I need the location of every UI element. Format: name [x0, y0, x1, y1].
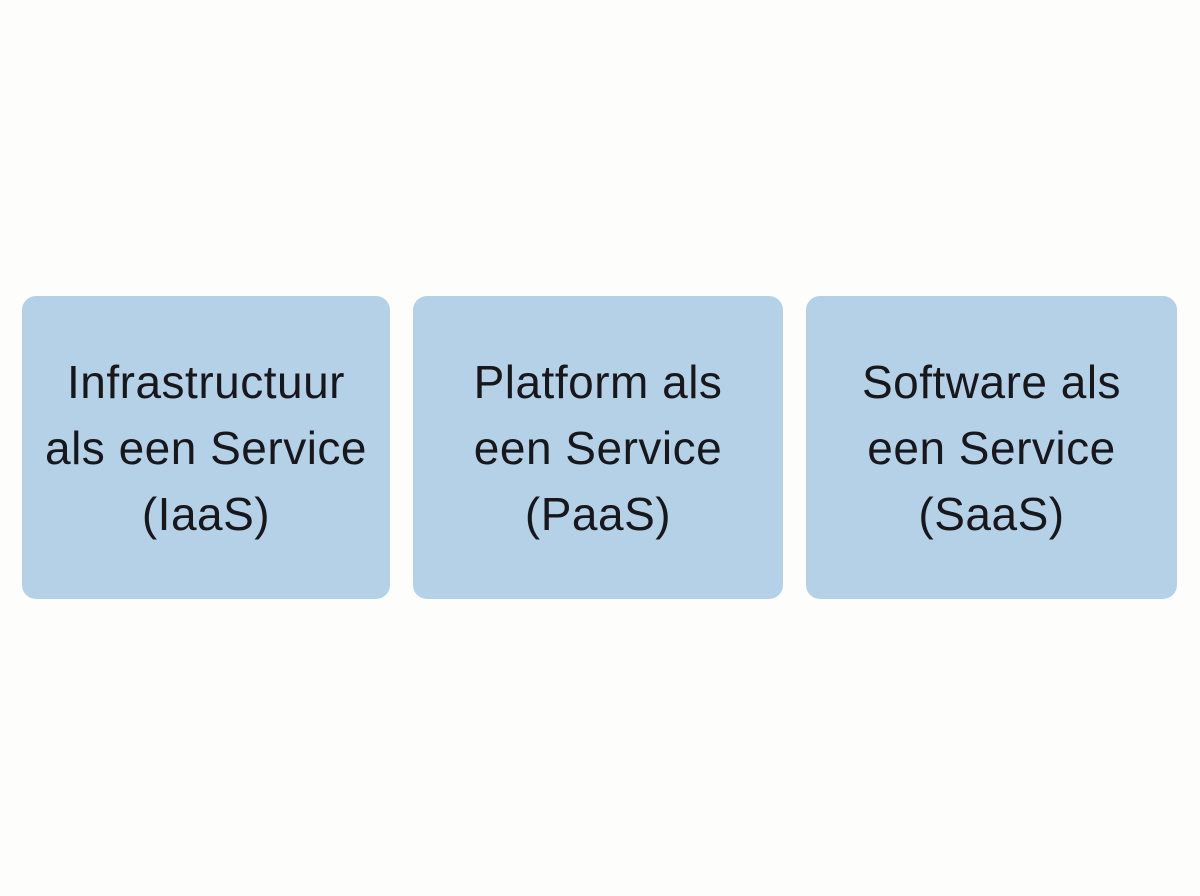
saas-box: Software als een Service (SaaS)	[806, 296, 1177, 599]
iaas-box: Infrastructuur als een Service (IaaS)	[22, 296, 390, 599]
paas-box: Platform als een Service (PaaS)	[413, 296, 783, 599]
iaas-box-label-line-1: Infrastructuur	[67, 355, 345, 408]
iaas-box-label-line-2: als een Service	[45, 421, 367, 474]
saas-box-label-line-1: Software als	[861, 355, 1122, 408]
saas-box-label-line-2: een Service	[867, 421, 1116, 474]
saas-box-label-line-3: (SaaS)	[918, 487, 1065, 540]
paas-box-label-line-2: een Service	[473, 421, 723, 474]
paas-box-label-line-3: (PaaS)	[524, 487, 672, 540]
iaas-box-label-line-3: (IaaS)	[141, 487, 271, 540]
paas-box-label-line-1: Platform als	[473, 355, 723, 408]
